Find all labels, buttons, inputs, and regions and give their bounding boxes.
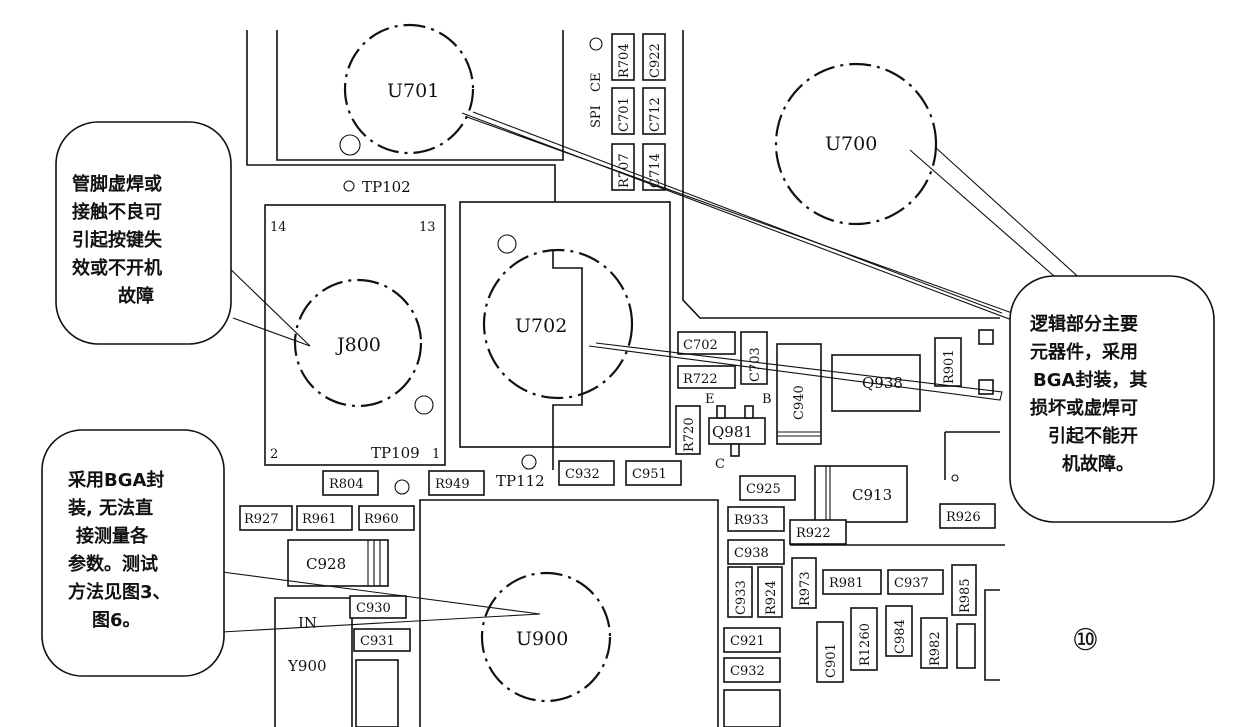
q-c-label: C [715, 457, 725, 472]
c925-label: C925 [746, 482, 781, 497]
callout-left-top-line5: 故障 [118, 285, 154, 307]
callout-left-bottom-line5: 方法见图3、 [68, 581, 171, 603]
r985-label: R985 [958, 578, 973, 613]
r949-label: R949 [435, 477, 470, 492]
callout-left-top-line3: 引起按键失 [72, 229, 163, 251]
c933-label: C933 [734, 580, 749, 615]
callout-left-bottom-line6: 图6。 [92, 610, 141, 631]
pin2-label: 2 [270, 447, 278, 462]
pin1-label: 1 [432, 447, 440, 462]
c937-label: C937 [894, 576, 929, 591]
components-left-lower: R927 R961 R960 C928 C930 C931 [239, 505, 415, 652]
chip-u701-label: U701 [387, 80, 439, 102]
c931-label: C931 [360, 634, 395, 649]
chip-u702-label: U702 [515, 315, 567, 337]
callout-right-line1: 逻辑部分主要 [1030, 313, 1138, 335]
r933-label: R933 [734, 513, 769, 528]
r924-label: R924 [764, 580, 779, 615]
q981-label: Q981 [712, 423, 753, 441]
page-number: ⑩ [1072, 623, 1099, 658]
components-right-lower: R933 R922 C938 C933 R924 R973 R981 C937 … [723, 506, 977, 727]
c940-label: C940 [792, 385, 807, 420]
callout-left-bottom-line2: 装, 无法直 [68, 497, 153, 519]
c932a-label: C932 [565, 467, 600, 482]
r707-label: R707 [617, 153, 632, 188]
c938-label: C938 [734, 546, 769, 561]
c984-label: C984 [893, 619, 908, 654]
callout-left-top-line2: 接触不良可 [72, 201, 162, 223]
pin14-label: 14 [270, 220, 287, 235]
chip-u900-label: U900 [516, 628, 568, 650]
c702-label: C702 [683, 338, 718, 353]
c921-label: C921 [730, 634, 765, 649]
c922-label: C922 [648, 43, 663, 78]
chip-u700-label: U700 [825, 133, 877, 155]
callout-right: 逻辑部分主要 元器件，采用 BGA封装，其 损坏或虚焊可 引起不能开 机故障。 [1009, 275, 1215, 523]
callout-right-line2: 元器件，采用 [1030, 341, 1138, 363]
callout-left-top-line4: 效或不开机 [72, 257, 162, 279]
c701-label: C701 [617, 97, 632, 132]
spi-label: SPI [589, 105, 604, 128]
c712-label: C712 [648, 97, 663, 132]
test-points [339, 37, 847, 495]
in-label: IN [298, 614, 317, 632]
pad-labels: TP102 14 13 2 TP109 1 TP112 IN Y900 SPI … [270, 73, 772, 675]
c913-label: C913 [852, 486, 892, 504]
c901-label: C901 [824, 643, 839, 678]
callout-left-bottom-line1: 采用BGA封 [67, 469, 164, 491]
r922-label: R922 [796, 526, 831, 541]
c932b-label: C932 [730, 664, 765, 679]
chip-u702: U702 [482, 248, 634, 400]
callout-left-top: 管脚虚焊或 接触不良可 引起按键失 效或不开机 故障 [55, 121, 232, 345]
c930-label: C930 [356, 601, 391, 616]
callout-left-bottom-line3: 接测量各 [76, 525, 149, 547]
components-top-column: R704 C922 C701 C712 R707 C714 [611, 33, 666, 191]
callout-right-line5: 引起不能开 [1048, 425, 1138, 447]
r926-label: R926 [946, 510, 981, 525]
c714-label: C714 [648, 153, 663, 188]
tp102-label: TP102 [362, 178, 411, 196]
chip-u900: U900 [480, 571, 612, 703]
y900-label: Y900 [287, 657, 327, 675]
ce-label: CE [589, 73, 604, 92]
callout-left-bottom-line4: 参数。测试 [68, 553, 158, 575]
callout-left-bottom: 采用BGA封 装, 无法直 接测量各 参数。测试 方法见图3、 图6。 [41, 429, 225, 677]
r960-label: R960 [364, 512, 399, 527]
r1260-label: R1260 [858, 623, 873, 666]
callout-right-line4: 损坏或虚焊可 [1030, 397, 1138, 419]
callout-right-line6: 机故障。 [1062, 453, 1134, 475]
tp112-label: TP112 [496, 472, 545, 490]
r722-label: R722 [683, 372, 718, 387]
r720-label: R720 [682, 417, 697, 452]
board-outlines [246, 30, 1005, 727]
c703-label: C703 [748, 347, 763, 382]
r927-label: R927 [244, 512, 279, 527]
r804-label: R804 [329, 477, 364, 492]
chip-u700: U700 [774, 62, 938, 226]
r704-label: R704 [617, 43, 632, 78]
components-row-tp: R804 R949 C932 C951 C925 C913 R926 [322, 460, 996, 529]
r961-label: R961 [302, 512, 337, 527]
q-b-label: B [762, 392, 772, 407]
pin13-label: 13 [419, 220, 436, 235]
q-e-label: E [705, 392, 715, 407]
r901-label: R901 [942, 349, 957, 384]
chip-j800-label: J800 [335, 334, 381, 356]
chip-j800: J800 [293, 278, 423, 408]
tp109-label: TP109 [371, 444, 420, 462]
chip-u701: U701 [343, 23, 475, 155]
callout-left-top-line1: 管脚虚焊或 [72, 173, 162, 195]
r982-label: R982 [928, 631, 943, 666]
r981-label: R981 [829, 576, 864, 591]
c951-label: C951 [632, 467, 667, 482]
r973-label: R973 [798, 571, 813, 606]
components-middle: C702 C703 R722 C940 Q938 R901 R720 Q981 [675, 329, 994, 457]
callout-right-line3: BGA封装，其 [1033, 369, 1147, 391]
c928-label: C928 [306, 555, 346, 573]
